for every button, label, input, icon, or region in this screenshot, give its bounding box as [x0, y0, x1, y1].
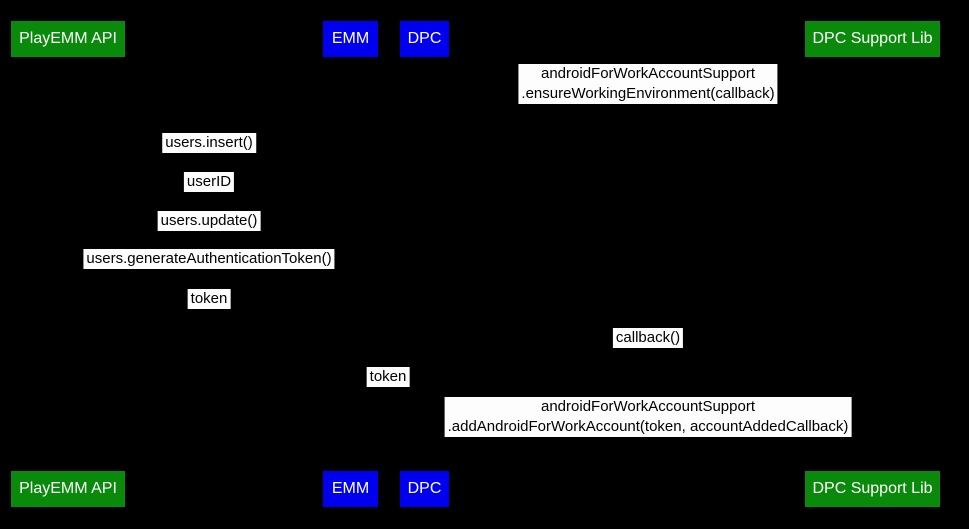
message-userid: userID: [183, 172, 235, 192]
message-users-update: users.update(): [157, 211, 261, 231]
actor-playemm-api-top: PlayEMM API: [11, 21, 125, 57]
message-generate-authentication-token: users.generateAuthenticationToken(): [83, 249, 335, 269]
message-line: .addAndroidForWorkAccount(token, account…: [447, 418, 849, 435]
actor-dpc-bottom: DPC: [400, 471, 449, 507]
message-line: androidForWorkAccountSupport: [540, 65, 755, 82]
message-line: .ensureWorkingEnvironment(callback): [521, 85, 775, 102]
message-users-insert: users.insert(): [162, 133, 256, 153]
actor-emm-top: EMM: [323, 21, 378, 57]
actor-dpc-top: DPC: [400, 21, 449, 57]
message-ensure-working-environment: androidForWorkAccountSupport .ensureWork…: [518, 64, 778, 104]
actor-emm-bottom: EMM: [323, 471, 378, 507]
actor-dpc-support-lib-top: DPC Support Lib: [805, 21, 940, 57]
message-token-to-emm: token: [187, 289, 231, 309]
actor-dpc-support-lib-bottom: DPC Support Lib: [805, 471, 940, 507]
message-token-to-dpc: token: [366, 367, 410, 387]
actor-playemm-api-bottom: PlayEMM API: [11, 471, 125, 507]
message-callback: callback(): [612, 328, 684, 348]
message-line: androidForWorkAccountSupport: [541, 398, 755, 415]
message-add-android-for-work-account: androidForWorkAccountSupport .addAndroid…: [444, 397, 852, 437]
